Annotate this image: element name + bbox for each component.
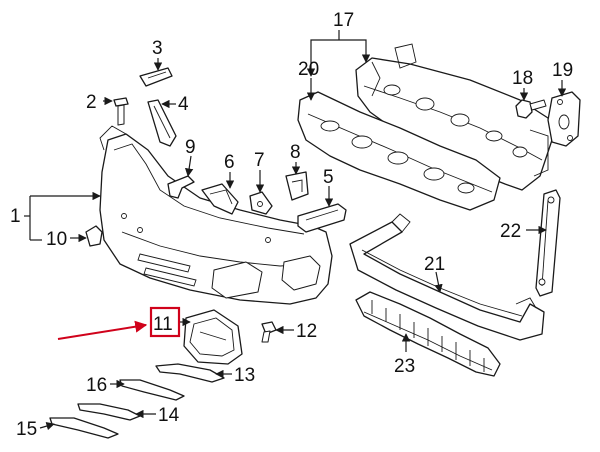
leader-lines	[24, 30, 567, 431]
part-8-bracket	[285, 171, 309, 201]
callout-7: 7	[254, 150, 265, 171]
part-15-trim	[49, 417, 119, 439]
callout-6: 6	[224, 152, 235, 173]
part-10-clip	[85, 225, 103, 247]
callout-13: 13	[234, 365, 255, 386]
part-20-energy-absorber	[297, 91, 501, 211]
callout-15: 15	[16, 419, 37, 440]
part-5-bracket	[297, 203, 347, 233]
callout-17: 17	[333, 10, 354, 31]
callout-11: 11	[153, 314, 173, 335]
callout-18: 18	[512, 68, 533, 89]
part-1-bumper-cover	[99, 125, 333, 305]
highlight-annotation	[57, 306, 181, 340]
part-6-bracket	[201, 183, 239, 215]
callout-23: 23	[394, 356, 415, 377]
callout-4: 4	[178, 94, 189, 115]
callout-19: 19	[552, 60, 573, 81]
callout-9: 9	[185, 137, 196, 158]
callout-20: 20	[298, 59, 319, 80]
callout-16: 16	[86, 375, 107, 396]
part-13-trim	[155, 363, 225, 383]
part-16-trim	[119, 379, 185, 401]
callout-5: 5	[323, 167, 334, 188]
highlight-arrow	[57, 320, 148, 340]
callout-10: 10	[46, 229, 67, 250]
part-3-bracket	[139, 67, 173, 87]
callout-22: 22	[500, 221, 521, 242]
callout-labels: 17 20 3 2 4 9 6 7 8 5 18 19 22 21 23 1 1…	[10, 10, 573, 440]
part-17-upper-absorber	[355, 43, 553, 191]
part-7-mount	[249, 191, 273, 215]
part-12-bolt	[261, 321, 277, 343]
part-11-grille-insert	[183, 309, 243, 365]
part-22-side-bracket	[535, 189, 561, 297]
callout-12: 12	[296, 321, 317, 342]
callout-1: 1	[10, 206, 21, 227]
part-14-trim	[77, 403, 141, 421]
part-19-bracket	[547, 91, 581, 147]
callout-8: 8	[290, 142, 301, 163]
callout-2: 2	[86, 92, 97, 113]
highlight-box	[149, 306, 181, 338]
part-2-screw	[113, 97, 129, 126]
callout-14: 14	[158, 405, 180, 426]
part-4-strip	[147, 99, 177, 147]
callout-21: 21	[424, 254, 445, 275]
part-23-lower-air-guide	[355, 291, 501, 377]
callout-3: 3	[152, 38, 163, 59]
